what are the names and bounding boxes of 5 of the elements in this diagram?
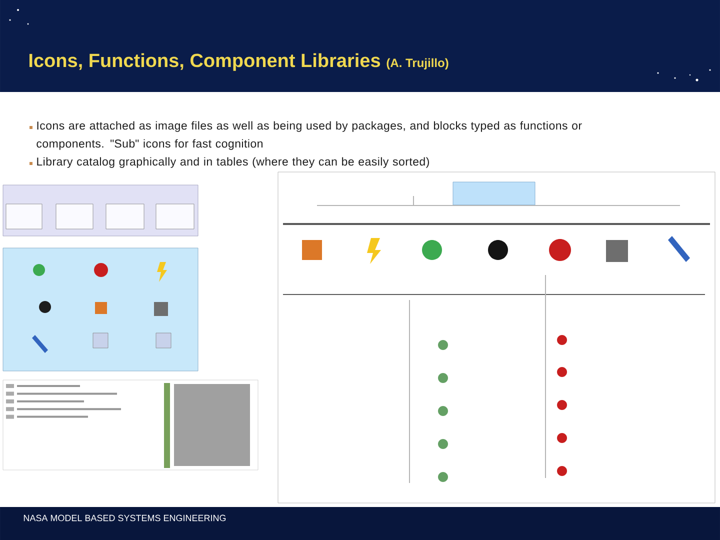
- footer-text: NASA MODEL BASED SYSTEMS ENGINEERING: [24, 514, 226, 522]
- bullet-text: Library catalog graphically and in tables (where they can be easily sorted): [37, 157, 429, 168]
- slide-title: Icons, Functions, Component Libraries: [29, 53, 380, 71]
- author-note: (A. Trujillo): [386, 58, 448, 70]
- bullet-text: Icons are attached as image files as well as being used by packages, and blocks typed as functions or components. "Sub" icons for fast cognition: [36, 121, 582, 150]
